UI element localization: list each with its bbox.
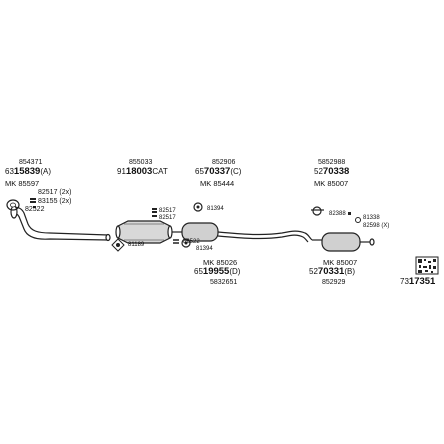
f2-code-bottom: 852929 bbox=[322, 279, 346, 286]
f2-mk-label: MK 85007 bbox=[323, 258, 358, 267]
part-clamp-c: 82522 bbox=[183, 239, 200, 245]
clamp-icons-cat bbox=[152, 208, 157, 217]
part-clamp-a: 82517 bbox=[159, 208, 176, 214]
part-clamp-d: 82388 bbox=[329, 211, 346, 217]
part-clamp-b: 82517 bbox=[159, 215, 176, 221]
rear-clamp-icons bbox=[311, 206, 361, 223]
catalytic-converter bbox=[115, 220, 173, 244]
hanger-icons-mid bbox=[173, 202, 203, 248]
g3-code-top: 852906 bbox=[212, 159, 236, 166]
g1-part-a: 82517 (2x) bbox=[38, 189, 72, 196]
g2-code-top: 855033 bbox=[129, 159, 153, 166]
gasket-81189 bbox=[111, 238, 125, 252]
middle-pipe-muffler bbox=[172, 222, 313, 243]
bolt-icons-g1 bbox=[30, 198, 36, 208]
f2-part-number: 5270331(B) bbox=[309, 266, 355, 277]
g2-part-number: 9118003CAT bbox=[117, 166, 168, 177]
f1-code-bottom: 5832651 bbox=[210, 279, 238, 286]
g4-part-number: 5270338 bbox=[314, 166, 350, 177]
g1-code-top: 854371 bbox=[19, 159, 43, 166]
flange-gasket-g1 bbox=[6, 199, 20, 211]
g4-mk-label: MK 85007 bbox=[314, 179, 349, 188]
part-clamp-e: 82598 (X) bbox=[363, 223, 390, 229]
g1-part-b: 83155 (2x) bbox=[38, 198, 72, 205]
catalog-id: 7317351 bbox=[400, 276, 436, 287]
qr-code-icon bbox=[415, 256, 439, 275]
g4-code-top: 5852988 bbox=[318, 159, 346, 166]
g1-part-number: 6315839(A) bbox=[5, 166, 51, 177]
g1-mk-label: MK 85597 bbox=[5, 179, 40, 188]
g3-mk-label: MK 85444 bbox=[200, 179, 235, 188]
g3-part-number: 6570337(C) bbox=[195, 166, 242, 177]
g1-part-c: 82522 bbox=[25, 206, 45, 213]
part-hanger-b: 81394 bbox=[196, 246, 213, 252]
part-hanger-c: 81338 bbox=[363, 215, 380, 221]
f1-mk-label: MK 85026 bbox=[203, 258, 238, 267]
rear-muffler bbox=[312, 232, 375, 252]
part-hanger-a: 81394 bbox=[207, 206, 224, 212]
f1-part-number: 6519955(D) bbox=[194, 266, 241, 277]
part-gasket-a: 81189 bbox=[128, 242, 145, 248]
